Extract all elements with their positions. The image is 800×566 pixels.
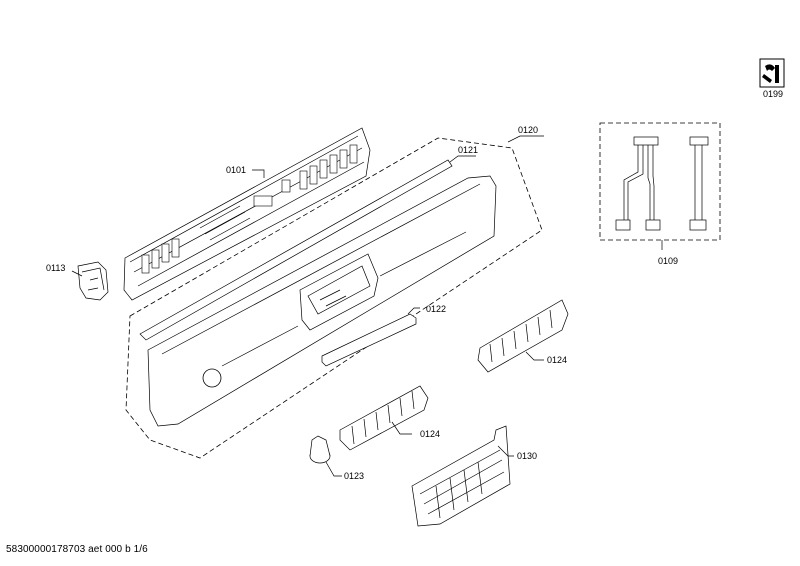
label-0130: 0130	[517, 451, 537, 461]
label-0120: 0120	[518, 125, 538, 135]
decor-strip	[139, 159, 453, 341]
label-0124-right: 0124	[547, 355, 567, 365]
bracket-part	[411, 425, 511, 527]
label-0101: 0101	[226, 165, 246, 175]
label-0124-left: 0124	[420, 429, 440, 439]
cable-set-outline	[599, 122, 721, 241]
document-footer: 58300000178703 aet 000 b 1/6	[6, 544, 148, 555]
button-strip-right	[477, 299, 569, 373]
label-0109: 0109	[658, 256, 678, 266]
label-0199: 0199	[763, 89, 783, 99]
label-0121: 0121	[458, 145, 478, 155]
electronic-module	[123, 127, 371, 301]
cable-set	[615, 136, 709, 231]
tool-icon	[759, 58, 785, 88]
label-0122: 0122	[426, 304, 446, 314]
control-panel	[147, 175, 497, 427]
holder-part	[77, 261, 109, 301]
button-strip-left	[339, 385, 429, 451]
label-0123: 0123	[344, 471, 364, 481]
label-0113: 0113	[46, 263, 65, 273]
knob-part	[309, 435, 331, 464]
push-rod	[321, 313, 417, 367]
